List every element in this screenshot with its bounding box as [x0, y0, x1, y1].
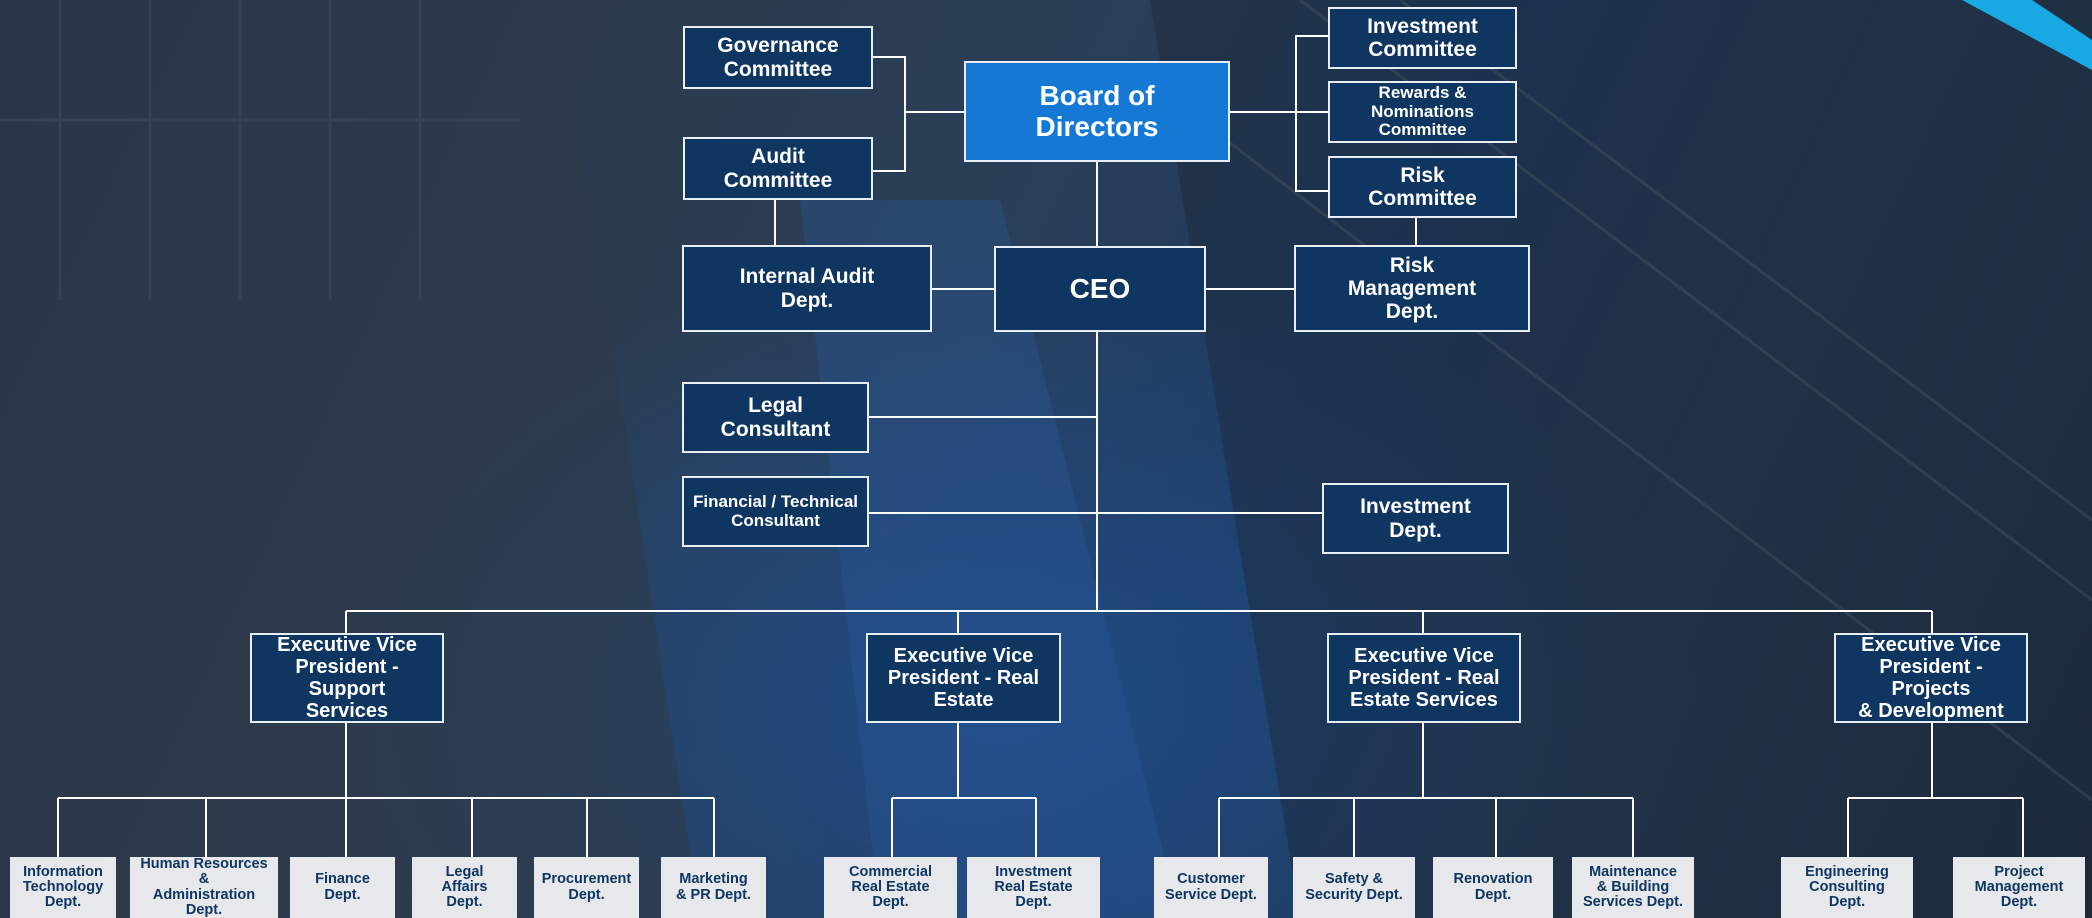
- renovation-dept-box: Renovation Dept.: [1433, 857, 1553, 918]
- investment-real-estate-dept-box: Investment Real Estate Dept.: [967, 857, 1100, 918]
- commercial-real-estate-dept-box: Commercial Real Estate Dept.: [824, 857, 957, 918]
- finance-dept-box: Finance Dept.: [290, 857, 395, 918]
- project-management-dept-box: Project Management Dept.: [1953, 857, 2085, 918]
- corner-accent: [1962, 0, 2092, 70]
- legal-affairs-dept-box: Legal Affairs Dept.: [412, 857, 517, 918]
- internal-audit-dept-box: Internal Audit Dept.: [682, 245, 932, 332]
- safety-security-dept-box: Safety & Security Dept.: [1293, 857, 1415, 918]
- procurement-dept-box: Procurement Dept.: [534, 857, 639, 918]
- legal-consultant-box: Legal Consultant: [682, 382, 869, 453]
- governance-committee-box: Governance Committee: [683, 26, 873, 89]
- rewards-nominations-committee-box: Rewards & Nominations Committee: [1328, 81, 1517, 143]
- financial-technical-consultant-box: Financial / Technical Consultant: [682, 476, 869, 547]
- customer-service-dept-box: Customer Service Dept.: [1154, 857, 1268, 918]
- hr-administration-dept-box: Human Resources & Administration Dept.: [130, 856, 278, 918]
- risk-management-dept-box: Risk Management Dept.: [1294, 245, 1530, 332]
- investment-committee-box: Investment Committee: [1328, 7, 1517, 69]
- it-dept-box: Information Technology Dept.: [10, 857, 116, 918]
- evp-real-estate-services-box: Executive Vice President - Real Estate S…: [1327, 633, 1521, 723]
- risk-committee-box: Risk Committee: [1328, 156, 1517, 218]
- ceo-box: CEO: [994, 246, 1206, 332]
- investment-dept-box: Investment Dept.: [1322, 483, 1509, 554]
- board-of-directors-box: Board of Directors: [964, 61, 1230, 162]
- marketing-pr-dept-box: Marketing & PR Dept.: [661, 857, 766, 918]
- audit-committee-box: Audit Committee: [683, 137, 873, 200]
- evp-support-services-box: Executive Vice President - Support Servi…: [250, 633, 444, 723]
- engineering-consulting-dept-box: Engineering Consulting Dept.: [1781, 857, 1913, 918]
- maintenance-building-services-dept-box: Maintenance & Building Services Dept.: [1572, 857, 1694, 918]
- evp-real-estate-box: Executive Vice President - Real Estate: [866, 633, 1061, 723]
- evp-projects-development-box: Executive Vice President - Projects & De…: [1834, 633, 2028, 723]
